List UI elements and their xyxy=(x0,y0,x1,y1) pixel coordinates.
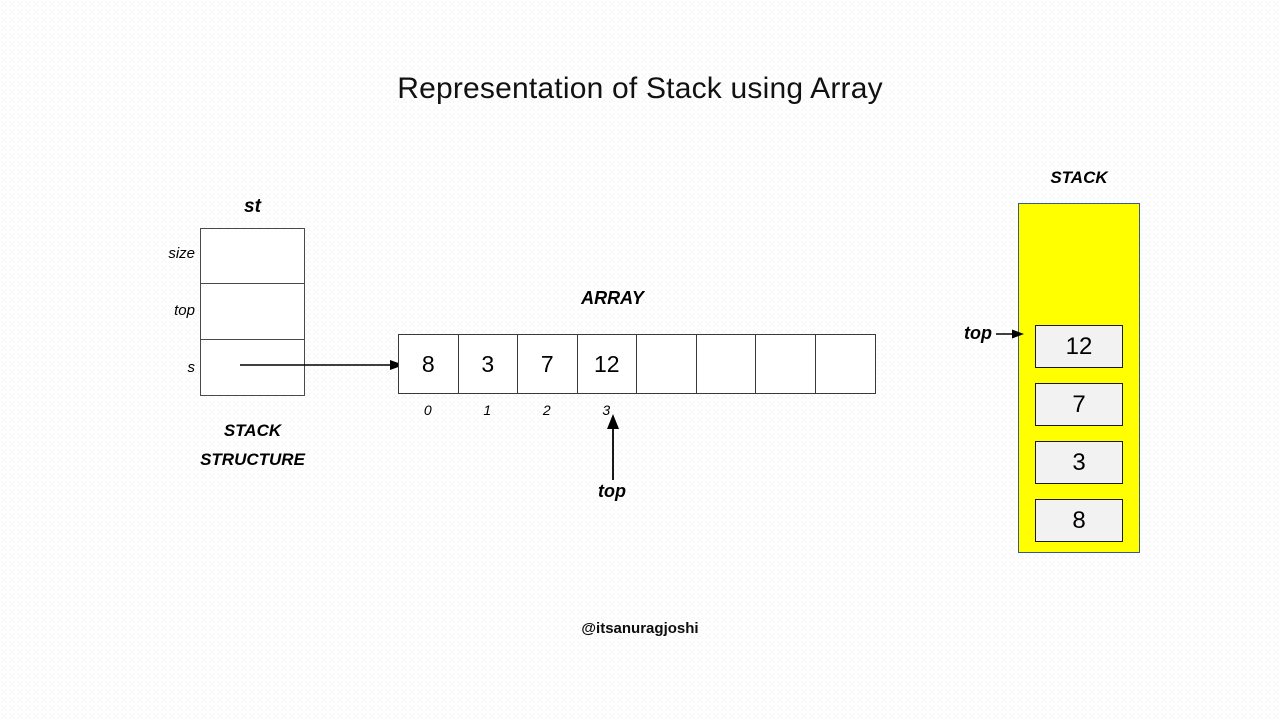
struct-label-top: top xyxy=(174,302,195,319)
stack-visual-title: STACK xyxy=(1050,168,1108,187)
stack-visual-container: 12 7 3 8 xyxy=(1018,203,1140,553)
array-box: 8 3 7 12 xyxy=(398,334,876,394)
array-index: 2 xyxy=(542,402,551,418)
array-index: 1 xyxy=(483,402,492,418)
stack-item: 12 xyxy=(1035,325,1123,368)
struct-field-s xyxy=(201,339,304,395)
stack-top-pointer-arrow-icon xyxy=(996,329,1024,339)
array-cell xyxy=(756,335,816,393)
stack-structure-caption-line2: STRUCTURE xyxy=(200,450,305,469)
array-cell: 7 xyxy=(518,335,578,393)
stack-item: 3 xyxy=(1035,441,1123,484)
watermark: @itsanuragjoshi xyxy=(581,620,699,637)
array-index xyxy=(696,402,756,418)
stack-structure-box xyxy=(200,228,305,396)
stack-item: 8 xyxy=(1035,499,1123,542)
array-top-pointer-arrow-icon xyxy=(607,414,619,480)
array-cell xyxy=(815,335,875,393)
array-index xyxy=(755,402,815,418)
array-index-row: 0 1 2 3 xyxy=(398,402,874,418)
array-cell xyxy=(637,335,697,393)
stack-top-label: top xyxy=(964,323,992,343)
array-index xyxy=(636,402,696,418)
stack-structure-name: st xyxy=(244,196,261,217)
array-cell xyxy=(696,335,756,393)
array-cell: 12 xyxy=(577,335,637,393)
struct-field-size xyxy=(201,229,304,285)
array-cell: 8 xyxy=(399,335,459,393)
array-title: ARRAY xyxy=(581,288,644,308)
struct-field-top xyxy=(201,284,304,340)
array-top-label: top xyxy=(598,481,626,501)
page-title: Representation of Stack using Array xyxy=(397,72,883,105)
stack-structure-caption-line1: STACK xyxy=(223,421,282,440)
array-index xyxy=(815,402,875,418)
struct-label-s: s xyxy=(187,359,196,376)
array-index: 3 xyxy=(602,402,611,418)
stack-item: 7 xyxy=(1035,383,1123,426)
array-index: 0 xyxy=(423,402,432,418)
stack-structure-caption: STACK STRUCTURE xyxy=(175,416,330,474)
array-cell: 3 xyxy=(458,335,518,393)
struct-label-size: size xyxy=(168,245,195,262)
s-to-array-arrow-icon xyxy=(240,360,404,370)
